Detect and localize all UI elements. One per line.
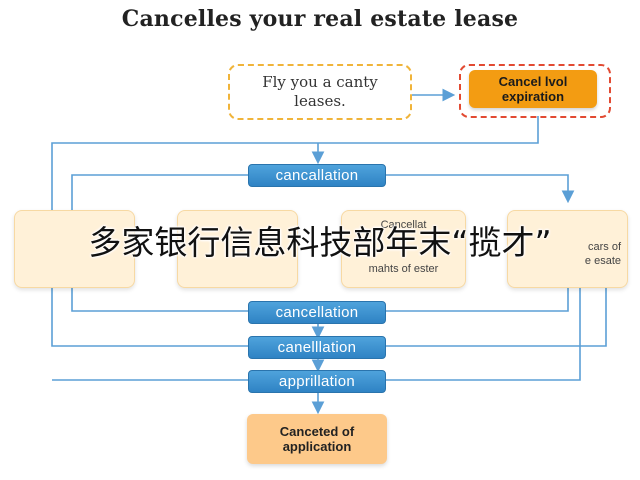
card-line: cars of [587, 241, 621, 253]
card-line: mahts of ester [368, 263, 439, 275]
card-line: e esate [584, 255, 621, 267]
line-card4-to-pill2 [386, 286, 569, 312]
pill-label: apprillation [278, 373, 356, 390]
line-pill1-right [386, 174, 575, 204]
cancellation-pill-3: canelllation [248, 336, 386, 359]
expiration-box: Cancel lvol expiration [469, 70, 597, 108]
process-card-2 [177, 210, 298, 288]
process-card-1 [14, 210, 135, 288]
expiration-box-text: Cancel lvol expiration [498, 74, 568, 104]
expiration-dashed-frame [459, 64, 611, 118]
line-right-loop-pill4 [386, 286, 581, 381]
overlay-caption: 多家银行信息科技部年末“揽才” [88, 223, 552, 262]
application-pill-4: apprillation [248, 370, 386, 393]
line-expiration-feed [318, 116, 539, 144]
pill-label: canelllation [277, 339, 357, 356]
start-note: Fly you a canty leases. [228, 64, 412, 120]
process-card-3: Cancellat mahts of ester [341, 210, 466, 288]
cancellation-pill-1: cancallation [248, 164, 386, 187]
card-line: Cancellat [380, 219, 427, 231]
pill-label: cancellation [275, 304, 359, 321]
pill-label: cancallation [275, 167, 359, 184]
diagram-title: Cancelles your real estate lease [121, 6, 519, 32]
cancellation-pill-2: cancellation [248, 301, 386, 324]
process-card-4: cars of e esate [507, 210, 628, 288]
final-application-box: Canceted of application [247, 414, 387, 464]
final-box-text: Canceted of application [279, 424, 355, 454]
start-note-text: Fly you a canty leases. [262, 73, 378, 110]
line-pill1-left [71, 174, 248, 210]
line-card1-to-pill2 [71, 286, 248, 312]
